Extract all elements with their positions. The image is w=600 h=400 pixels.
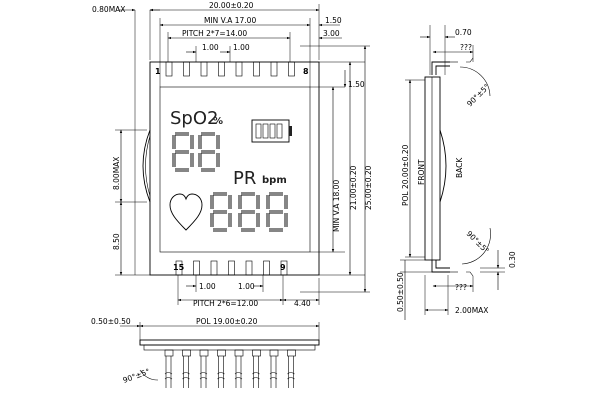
dim-max-thickness: 0.80MAX xyxy=(92,5,125,14)
top-pin xyxy=(235,61,243,77)
side-view: 0.70 ??? 90°±5° POL 20.00±0.20 FRONT BAC… xyxy=(396,25,517,320)
dim-pitch-top: PITCH 2*7=14.00 xyxy=(182,29,247,38)
bottom-pin xyxy=(245,260,253,276)
top-pin-row xyxy=(165,61,295,77)
dim-bottom-gap-right: 4.40 xyxy=(294,299,311,308)
seven-segment-digit xyxy=(198,132,220,172)
dim-overall-width: 20.00±0.20 xyxy=(209,1,254,10)
dim-bottom-pin-width-right: 1.00 xyxy=(238,282,255,291)
dim-pin-width-mid: 1.00 xyxy=(233,43,250,52)
seven-segment-digits xyxy=(172,132,288,232)
side-bulge xyxy=(439,129,447,203)
pol-strip xyxy=(139,339,320,346)
pr-label: PR xyxy=(233,168,256,189)
dim-side-top-thickness: 0.70 xyxy=(455,28,472,37)
side-glass-body xyxy=(424,76,441,261)
dim-bottom-pin-width-left: 1.00 xyxy=(199,282,216,291)
seven-segment-digit xyxy=(210,192,232,232)
bottom-pin xyxy=(263,260,270,276)
bottom-pin xyxy=(228,260,235,276)
top-pin xyxy=(165,61,173,77)
top-pin xyxy=(270,61,278,77)
dim-va-offset-right: 1.50 xyxy=(348,80,365,89)
pin-label-15: 15 xyxy=(173,263,185,272)
side-pin xyxy=(199,349,209,388)
viewing-area xyxy=(159,86,311,253)
dim-side-bend-angle-bottom: 90°±5° xyxy=(465,229,491,255)
dim-side-max-thickness: 2.00MAX xyxy=(455,306,488,315)
dim-edge-gap-right: 1.50 xyxy=(325,16,342,25)
dim-edge-gap-top-right: 3.00 xyxy=(323,29,340,38)
side-bulge-left xyxy=(142,129,151,203)
bottom-pin-row xyxy=(175,260,288,276)
pin-label-9: 9 xyxy=(280,263,286,272)
dim-min-va-width: MIN V.A 17.00 xyxy=(204,16,256,25)
pin-label-1: 1 xyxy=(155,67,161,76)
dim-side-gap: 0.30 xyxy=(508,251,517,268)
dim-bend-angle-bottom: 90°±5° xyxy=(122,367,152,385)
seven-segment-digit xyxy=(266,192,288,232)
dim-bottom-left-offset: 0.50±0.50 xyxy=(91,317,131,326)
side-pin xyxy=(182,349,191,388)
side-pin xyxy=(217,349,226,388)
bpm-label: bpm xyxy=(262,175,287,186)
dim-pol-height: POL 20.00±0.20 xyxy=(401,144,410,206)
bottom-pin xyxy=(193,260,200,276)
bottom-pin xyxy=(175,260,183,276)
dim-side-bottom-offset: 0.50±0.50 xyxy=(396,272,405,312)
top-pin xyxy=(253,61,260,77)
seven-segment-digit xyxy=(238,192,260,232)
bottom-view-pins xyxy=(164,349,296,388)
side-pin xyxy=(164,349,174,388)
dim-pol-width: POL 19.00±0.20 xyxy=(196,317,258,326)
dim-overall-height: 25.00±0.20 xyxy=(364,165,373,210)
dim-left-height-max: 8.00MAX xyxy=(112,157,121,190)
side-bulge-left-inner xyxy=(145,135,151,197)
seven-segment-digit xyxy=(172,132,194,172)
top-pin xyxy=(183,61,190,77)
front-label: FRONT xyxy=(417,159,426,185)
side-pin xyxy=(252,349,261,388)
top-pin xyxy=(200,61,208,77)
bottom-pin xyxy=(280,260,288,276)
bottom-pin xyxy=(210,260,218,276)
front-dimensions: 0.80MAX 20.00±0.20 MIN V.A 17.00 1.50 PI… xyxy=(92,1,373,308)
dim-pin-width-left: 1.00 xyxy=(202,43,219,52)
spo2-label: SpO2 xyxy=(170,108,218,129)
dim-side-unknown-top: ??? xyxy=(460,43,472,52)
percent-label: % xyxy=(213,116,223,127)
pin-label-8: 8 xyxy=(303,67,309,76)
dim-pitch-bottom: PITCH 2*6=12.00 xyxy=(193,299,258,308)
dim-side-unknown-bottom: ??? xyxy=(455,283,467,292)
dim-min-va-height: MIN V.A 18.00 xyxy=(332,180,341,232)
back-label: BACK xyxy=(455,157,464,178)
glass-strip xyxy=(143,344,316,351)
dim-side-bend-angle-top: 90°±5° xyxy=(465,82,491,108)
dim-left-offset: 8.50 xyxy=(112,233,121,250)
side-pin xyxy=(234,349,244,388)
side-pin xyxy=(269,349,279,388)
heart-icon xyxy=(169,193,203,231)
bottom-view: POL 19.00±0.20 0.50±0.50 90°±5° xyxy=(91,317,320,388)
front-view: 1 8 15 9 SpO2 % PR bpm xyxy=(142,61,320,276)
top-pin xyxy=(218,61,225,77)
dim-glass-height: 21.00±0.20 xyxy=(349,165,358,210)
side-pin xyxy=(287,349,296,388)
battery-icon xyxy=(251,119,292,143)
top-pin xyxy=(288,61,295,77)
